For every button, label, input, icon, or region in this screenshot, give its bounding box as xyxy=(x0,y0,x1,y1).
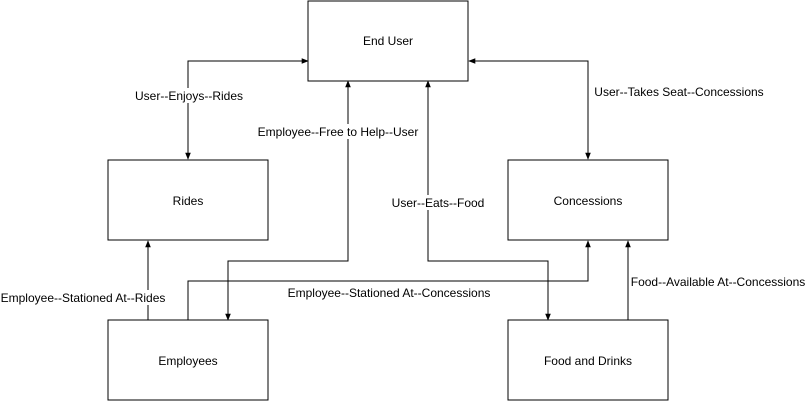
label-employee-stationed-at-rides: Employee--Stationed At--Rides xyxy=(1,291,166,305)
edge-user-concessions xyxy=(468,58,591,160)
node-food-and-drinks-label: Food and Drinks xyxy=(544,354,632,368)
label-user-takes-seat-concessions: User--Takes Seat--Concessions xyxy=(594,85,763,99)
edge-label-group: User--Enjoys--Rides User--Takes Seat--Co… xyxy=(0,84,806,305)
node-end-user: End User xyxy=(307,0,469,82)
edge-user-rides xyxy=(185,58,309,160)
node-rides: Rides xyxy=(107,159,269,241)
node-concessions: Concessions xyxy=(507,159,669,241)
label-user-enjoys-rides: User--Enjoys--Rides xyxy=(135,89,243,103)
node-food-and-drinks: Food and Drinks xyxy=(507,319,669,401)
node-end-user-label: End User xyxy=(363,34,413,48)
label-food-available-at-concessions: Food--Available At--Concessions xyxy=(631,275,806,289)
node-employees: Employees xyxy=(107,319,269,401)
edge-employee-user xyxy=(225,80,351,321)
node-rides-label: Rides xyxy=(173,194,204,208)
node-employees-label: Employees xyxy=(158,354,217,368)
node-concessions-label: Concessions xyxy=(554,194,623,208)
label-user-eats-food: User--Eats--Food xyxy=(392,196,485,210)
label-employee-stationed-at-concessions: Employee--Stationed At--Concessions xyxy=(288,286,491,300)
edge-employee-concessions xyxy=(187,240,591,320)
edge-user-food xyxy=(425,80,551,321)
label-employee-free-to-help-user: Employee--Free to Help--User xyxy=(258,125,419,139)
